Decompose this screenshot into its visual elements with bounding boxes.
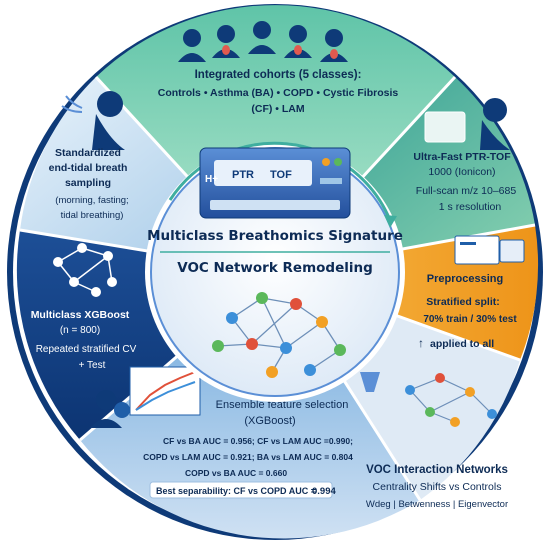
cohorts-line2: (CF) • LAM (251, 103, 304, 115)
xgboost-line3: Repeated stratified CV (36, 344, 137, 355)
analysis-chart-icon (90, 366, 201, 428)
best-box (149, 481, 333, 499)
xgboost-line4: + Test (79, 360, 106, 371)
networks-title: VOC Interaction Networks (366, 464, 508, 476)
preprocessing-line2: 70% train / 30% test (423, 314, 517, 325)
breath-analyzer-icon (424, 98, 510, 150)
ensemble-title: Ensemble feature selection (216, 399, 349, 411)
ptr-line3: Full-scan m/z 10–685 (416, 185, 517, 197)
sampling-line5: tidal breathing) (61, 210, 124, 221)
ensemble-subtitle: (XGBoost) (244, 415, 295, 427)
networks-line1: Centrality Shifts vs Controls (373, 481, 502, 493)
cohorts-line1: Controls • Asthma (BA) • COPD • Cystic F… (158, 87, 399, 99)
sampling-line4: (morning, fasting; (55, 195, 128, 206)
ensemble-best-label: Best separability: CF vs COPD AUC = (156, 486, 316, 496)
center-subtitle: VOC Network Remodeling (177, 260, 373, 276)
ptr-line4: 1 s resolution (439, 201, 502, 213)
device-label-tof: TOF (270, 169, 292, 181)
cohorts-title: Integrated cohorts (5 classes): (195, 69, 362, 81)
sector-cohorts (96, 5, 455, 273)
patient-group-icon (178, 21, 348, 62)
center-title: Multiclass Breathomics Signature (147, 228, 403, 244)
xgboost-line1: Multiclass XGBoost (31, 309, 130, 321)
documents-icon (454, 235, 525, 265)
xgboost-line2: (n = 800) (60, 325, 100, 336)
ensemble-auc3: COPD vs BA AUC = 0.660 (185, 468, 287, 478)
breathing-person-icon (61, 91, 125, 150)
networks-line2: Wdeg | Betwenness | Eigenvector (366, 499, 508, 510)
xgboost-network-icon (53, 243, 117, 297)
up-arrow-icon: ↑ (418, 336, 424, 350)
ptr-line2: 1000 (Ionicon) (428, 166, 495, 178)
ptr-tof-device-icon (199, 147, 351, 219)
voc-network-graph (212, 292, 346, 378)
ptr-line1: Ultra-Fast PTR-TOF (413, 151, 511, 163)
preprocessing-note: applied to all (430, 338, 494, 350)
ensemble-auc1: CF vs BA AUC = 0.956; CF vs LAM AUC =0.9… (163, 436, 353, 446)
preprocessing-line1: Stratified split: (426, 296, 500, 308)
sampling-line3: sampling (65, 177, 111, 189)
device-label-h: H+ (205, 174, 218, 185)
device-label-ptr: PTR (232, 169, 254, 181)
cycle-arc-top (168, 141, 392, 221)
preprocessing-title: Preprocessing (427, 273, 503, 285)
ensemble-best-value: 0.994 (312, 486, 336, 497)
sector-ensemble (80, 272, 420, 539)
sampling-line2: end-tidal breath (49, 162, 128, 174)
ensemble-auc2: COPD vs LAM AUC = 0.921; BA vs LAM AUC =… (143, 452, 353, 462)
sampling-line1: Standardized (55, 147, 121, 159)
network-graph-icon (360, 372, 497, 427)
cycle-arrow-head (384, 215, 397, 228)
